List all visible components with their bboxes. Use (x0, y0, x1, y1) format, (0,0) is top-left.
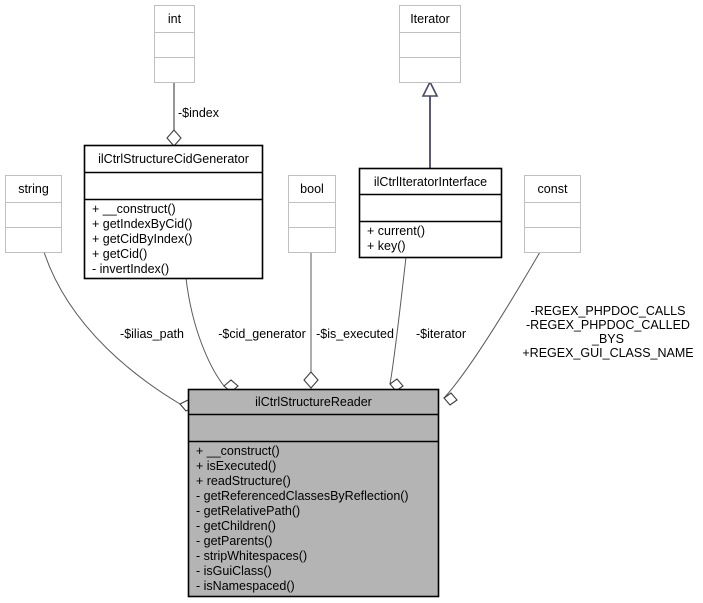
aggregation-diamond-index (166, 129, 182, 147)
class-box-structure-reader-frame (187, 388, 440, 598)
relation-ilias-path-label: -$ilias_path (120, 327, 184, 341)
class-box-bool-frame (288, 175, 336, 253)
relation-constants-label-line-2: -REGEX_PHPDOC_CALLED (526, 318, 690, 332)
class-name-iterator-interface: ilCtrlIteratorInterface (374, 175, 487, 189)
class-name-structure-reader: ilCtrlStructureReader (255, 395, 372, 409)
class-operation: - getRelativePath() (196, 504, 300, 518)
inheritance-arrow-icon (421, 80, 439, 97)
relation-iterator: -$iterator (389, 256, 466, 392)
class-box-iterator-frame (399, 5, 461, 83)
relation-is-executed-label: -$is_executed (316, 327, 394, 341)
class-name-cid-generator: ilCtrlStructureCidGenerator (98, 152, 249, 166)
class-box-bool[interactable]: bool (288, 175, 336, 253)
relation-index-label: -$index (178, 106, 220, 120)
relation-constants-label-line-4: +REGEX_GUI_CLASS_NAME (522, 346, 693, 360)
class-box-cid-generator[interactable]: ilCtrlStructureCidGenerator + __construc… (83, 144, 264, 280)
class-box-string[interactable]: string (5, 175, 62, 253)
class-operation: + key() (367, 239, 406, 253)
class-box-const-frame (524, 175, 581, 253)
class-box-int[interactable]: int (154, 5, 195, 83)
class-operation: - getChildren() (196, 519, 276, 533)
class-operation: + __construct() (196, 444, 280, 458)
class-box-iterator-interface[interactable]: ilCtrlIteratorInterface + current() + ke… (358, 167, 503, 259)
class-operation: + readStructure() (196, 474, 291, 488)
class-box-iterator[interactable]: Iterator (399, 5, 461, 83)
class-box-structure-reader[interactable]: ilCtrlStructureReader + __construct() + … (187, 388, 440, 598)
relation-is-executed: -$is_executed (303, 252, 394, 389)
class-operation: - getReferencedClassesByReflection() (196, 489, 409, 503)
class-name-string: string (18, 182, 49, 196)
relation-constants: -REGEX_PHPDOC_CALLS -REGEX_PHPDOC_CALLED… (443, 251, 694, 406)
aggregation-diamond-is-executed (303, 371, 319, 389)
relation-ilias-path-line (43, 251, 181, 405)
relation-cid-generator-line (185, 277, 225, 387)
relation-index: -$index (166, 82, 220, 147)
class-operation: - isNamespaced() (196, 579, 295, 593)
class-name-iterator: Iterator (410, 12, 450, 26)
class-name-int: int (168, 12, 182, 26)
relation-iterator-label: -$iterator (416, 327, 466, 341)
class-operation: + isExecuted() (196, 459, 276, 473)
class-operation: + __construct() (92, 202, 176, 216)
class-box-cid-generator-frame (83, 144, 264, 280)
relation-cid-generator-label: -$cid_generator (218, 327, 306, 341)
aggregation-diamond-constants (443, 392, 458, 406)
class-operation: - invertIndex() (92, 262, 169, 276)
class-operation: - getParents() (196, 534, 272, 548)
class-box-iterator-interface-frame (358, 167, 503, 259)
class-operation: + getIndexByCid() (92, 217, 192, 231)
class-box-string-frame (5, 175, 62, 253)
relation-constants-line (443, 251, 541, 399)
class-name-bool: bool (300, 182, 324, 196)
class-box-const[interactable]: const (524, 175, 581, 253)
class-operation: - isGuiClass() (196, 564, 272, 578)
class-operation: + getCid() (92, 247, 147, 261)
relation-constants-label-line-1: -REGEX_PHPDOC_CALLS (531, 304, 686, 318)
aggregation-diamond-iterator (389, 378, 404, 392)
relation-inheritance (421, 80, 439, 168)
relation-cid-generator: -$cid_generator (185, 277, 306, 393)
class-name-const: const (538, 182, 568, 196)
class-operation: + current() (367, 224, 425, 238)
class-operation: + getCidByIndex() (92, 232, 192, 246)
class-operation: - stripWhitespaces() (196, 549, 307, 563)
relation-constants-label-line-3: _BYS (591, 332, 624, 346)
class-box-int-frame (154, 5, 195, 83)
relation-iterator-line (389, 256, 407, 385)
